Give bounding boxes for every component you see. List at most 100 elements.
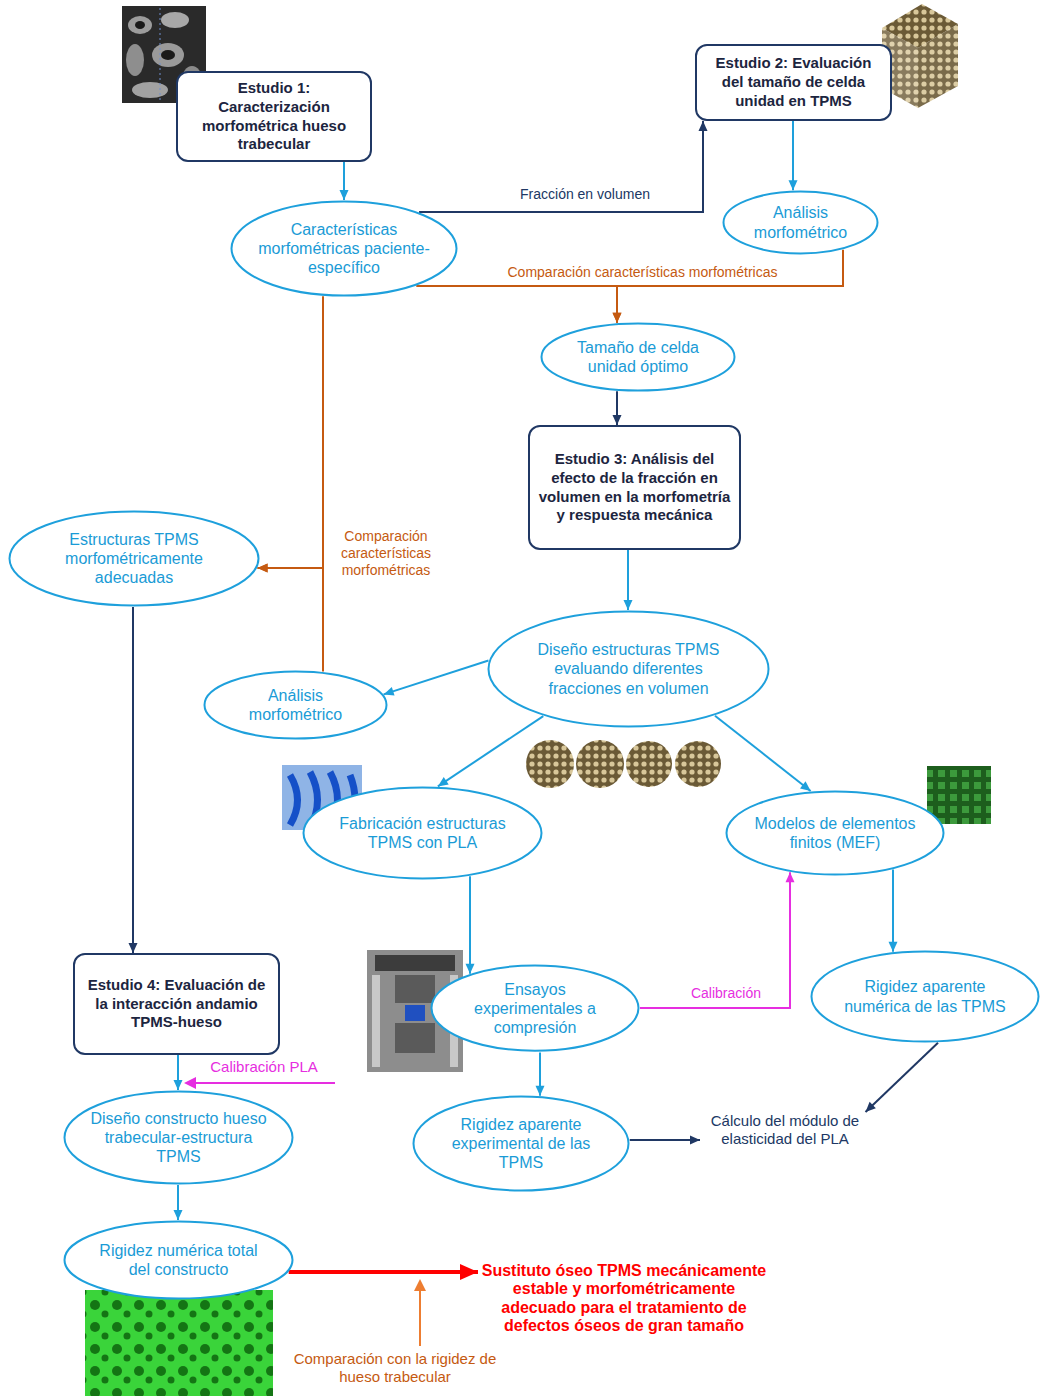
arrow-head — [184, 1077, 196, 1089]
node-text: Análisis morfométrico — [223, 686, 367, 724]
arrow-head — [624, 600, 633, 610]
node-label: Diseño constructo hueso trabecular-estru… — [88, 1109, 268, 1167]
ellipse-shape — [432, 966, 639, 1051]
node-text: Características morfométricas paciente-e… — [255, 220, 433, 278]
bone-trabecula — [126, 44, 144, 76]
study-box: Estudio 4: Evaluación de la interacción … — [73, 953, 280, 1055]
arrow-head — [789, 180, 798, 190]
bone-pore — [161, 50, 175, 60]
instron-head — [375, 955, 455, 971]
node-text: Estudio 2: Evaluación del tamaño de celd… — [705, 54, 882, 110]
ellipse-outline — [722, 190, 879, 255]
connector — [132, 607, 134, 953]
node-label: Análisis morfométrico — [223, 686, 367, 724]
arrow-head — [800, 781, 811, 791]
ellipse-shape — [65, 1222, 293, 1299]
edge-label: Fracción en volumen — [500, 186, 670, 203]
connector — [715, 716, 811, 791]
node-label: Fabricación estructuras TPMS con PLA — [329, 814, 517, 852]
edge-label: Calibración — [680, 985, 772, 1002]
connector — [289, 1270, 478, 1274]
ellipse-outline — [63, 1220, 294, 1300]
ellipse-shape — [724, 192, 878, 254]
node-text: Estudio 4: Evaluación de la interacción … — [83, 976, 270, 1032]
connector — [640, 872, 790, 1008]
arrow-head — [258, 564, 268, 573]
node-label: Diseño estructuras TPMS evaluando difere… — [518, 640, 739, 698]
connector — [258, 296, 323, 568]
annotation-label: Comparación con la rigidez de hueso trab… — [280, 1350, 510, 1386]
arrow-head — [613, 313, 622, 323]
process-ellipse: Tamaño de celda unidad óptimo — [540, 322, 736, 392]
bone-pore — [135, 21, 145, 29]
ellipse-shape — [10, 512, 259, 606]
study-box: Estudio 3: Análisis del efecto de la fra… — [528, 425, 741, 550]
process-ellipse: Rigidez numérica total del constructo — [63, 1220, 294, 1300]
edge-label: Comparación características morfométrica… — [490, 264, 795, 281]
connector — [617, 250, 843, 323]
node-label: Análisis morfométrico — [739, 203, 861, 241]
node-label: Estudio 2: Evaluación del tamaño de celd… — [697, 54, 890, 110]
ellipse-outline — [725, 790, 945, 876]
ellipse-shape — [542, 324, 735, 391]
arrow-head — [384, 687, 395, 696]
node-label: Características morfométricas paciente-e… — [255, 220, 433, 278]
node-label: Rigidez numérica total del constructo — [88, 1241, 268, 1279]
node-text: Fabricación estructuras TPMS con PLA — [329, 814, 517, 852]
connector — [630, 1139, 700, 1141]
node-text: Cálculo del módulo de elasticidad del PL… — [700, 1112, 870, 1148]
arrow-head — [438, 777, 449, 786]
node-label: Ensayos experimentales a compresión — [453, 980, 617, 1038]
process-ellipse: Diseño estructuras TPMS evaluando difere… — [487, 610, 770, 728]
node-label: Estudio 4: Evaluación de la interacción … — [75, 976, 278, 1032]
arrow-head — [536, 1086, 545, 1096]
node-text: Diseño estructuras TPMS evaluando difere… — [518, 640, 739, 698]
connector — [416, 286, 617, 323]
edge-label: Comparación características morfométrica… — [330, 528, 442, 578]
ellipse-outline — [203, 670, 388, 740]
comparison-arrow — [419, 1290, 421, 1346]
node-label: Estructuras TPMS morfométricamente adecu… — [36, 530, 233, 588]
process-ellipse: Diseño constructo hueso trabecular-estru… — [63, 1090, 294, 1185]
image-guide-line — [160, 8, 161, 100]
arrow-head — [174, 1080, 183, 1090]
tpms-cube-right — [918, 24, 958, 108]
ellipse-shape — [304, 788, 542, 879]
process-ellipse: Rigidez aparente numérica de las TPMS — [810, 950, 1040, 1043]
arrow-head — [174, 1210, 183, 1220]
arrow-head — [258, 564, 268, 573]
instron-platen — [395, 975, 435, 1003]
connector — [866, 1043, 939, 1112]
conclusion-text: Sustituto óseo TPMS mecánicamente establ… — [478, 1262, 770, 1374]
ellipse-shape — [489, 612, 769, 727]
arrow-head — [129, 943, 138, 953]
construct-image — [85, 1290, 273, 1396]
arrow-head — [889, 942, 898, 952]
calibration-arrow — [194, 1082, 335, 1084]
node-text: Análisis morfométrico — [739, 203, 861, 241]
connector — [438, 716, 543, 786]
ellipse-shape — [232, 202, 457, 296]
tpms-sample — [526, 740, 574, 788]
node-text: Ensayos experimentales a compresión — [453, 980, 617, 1038]
node-text: Estructuras TPMS morfométricamente adecu… — [36, 530, 233, 588]
process-ellipse: Modelos de elementos finitos (MEF) — [725, 790, 945, 876]
arrow-head — [414, 1279, 426, 1291]
node-text: Rigidez aparente numérica de las TPMS — [835, 977, 1014, 1015]
bone-trabecula — [132, 82, 168, 98]
process-ellipse: Ensayos experimentales a compresión — [430, 964, 640, 1052]
connector — [792, 121, 794, 190]
arrow-head — [613, 313, 622, 323]
node-label: Modelos de elementos finitos (MEF) — [749, 814, 921, 852]
process-ellipse: Fabricación estructuras TPMS con PLA — [302, 786, 543, 880]
connector — [892, 870, 894, 952]
ellipse-outline — [810, 950, 1040, 1043]
node-label: Tamaño de celda unidad óptimo — [562, 338, 715, 376]
instron-column — [372, 975, 380, 1067]
process-ellipse: Análisis morfométrico — [203, 670, 388, 740]
node-label: Cálculo del módulo de elasticidad del PL… — [700, 1112, 870, 1148]
tpms-sample — [576, 740, 624, 788]
bone-trabecula — [152, 43, 184, 67]
ellipse-outline — [302, 786, 543, 880]
